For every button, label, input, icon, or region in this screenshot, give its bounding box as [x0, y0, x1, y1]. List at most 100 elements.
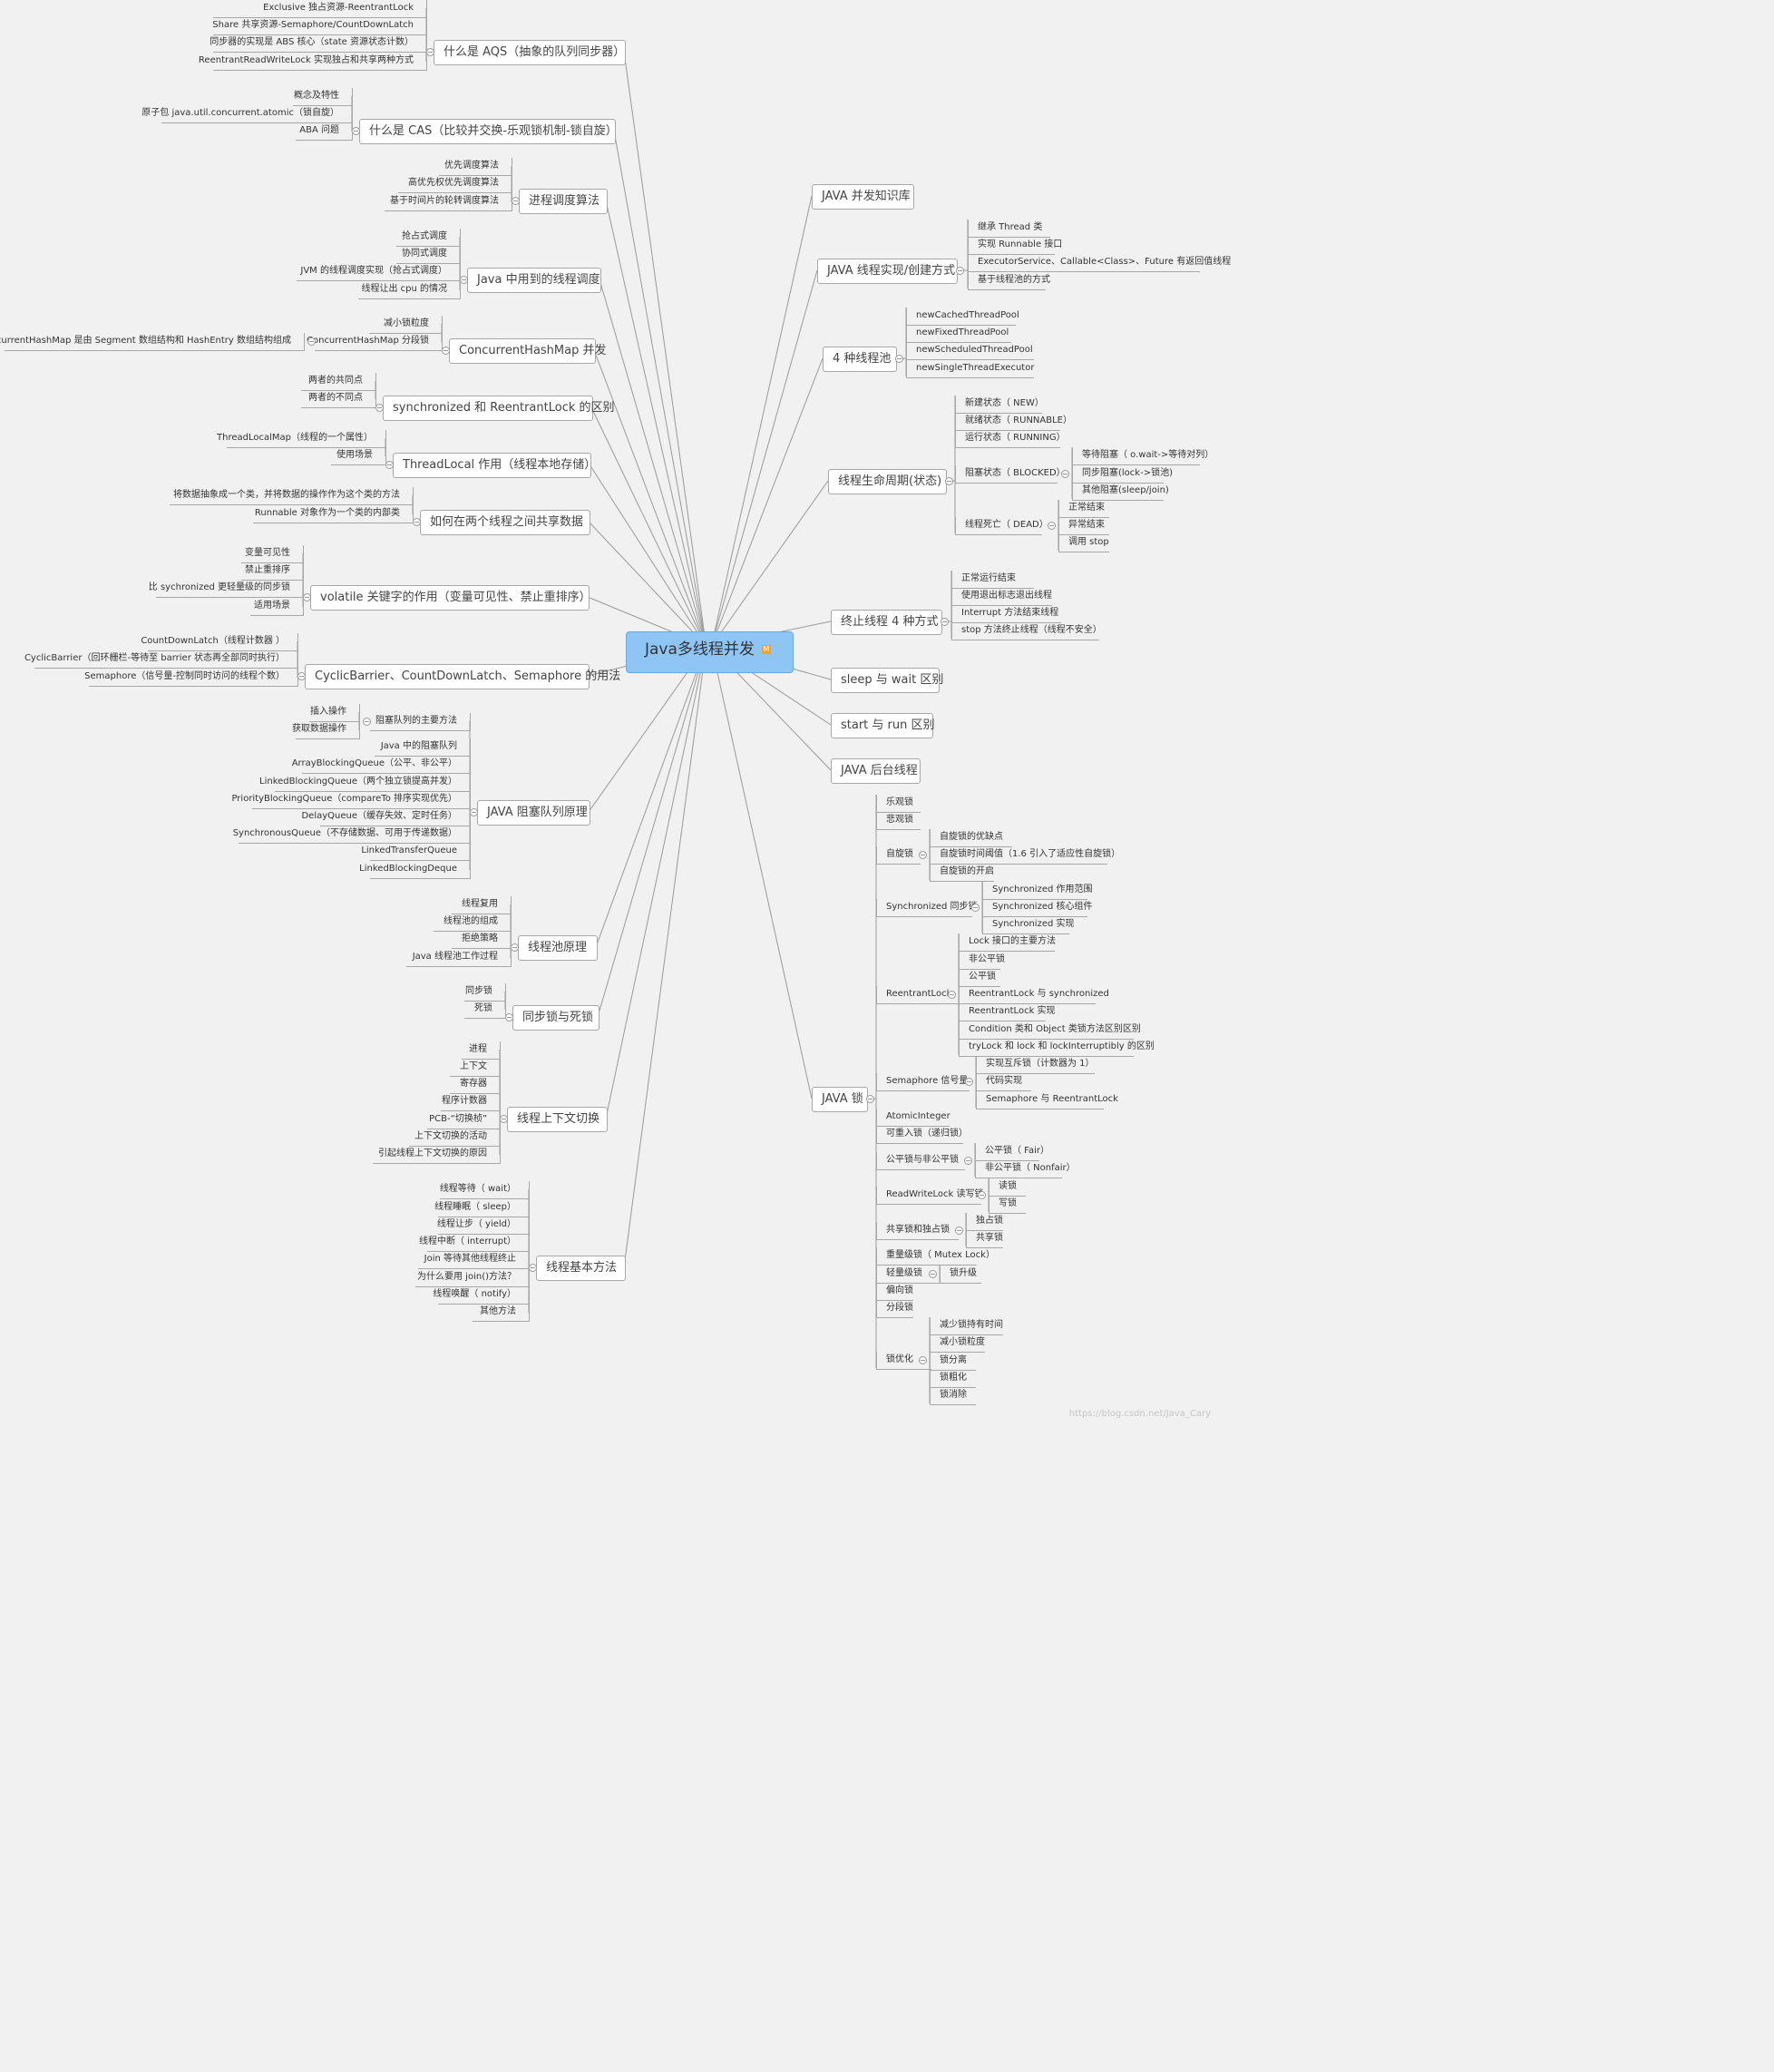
- topic-child-node[interactable]: newCachedThreadPool: [906, 308, 1019, 326]
- topic-child-node[interactable]: 程序计数器: [441, 1093, 501, 1111]
- topic-node[interactable]: 4 种线程池: [823, 347, 897, 372]
- topic-child-node[interactable]: newSingleThreadExecutor: [906, 360, 1034, 378]
- collapse-toggle-icon[interactable]: [505, 1013, 513, 1021]
- topic-child-node[interactable]: 引起线程上下文切换的原因: [373, 1146, 501, 1164]
- subtopic-child-node[interactable]: 减少锁持有时间: [930, 1317, 1003, 1335]
- subtopic-child-node[interactable]: Lock 接口的主要方法: [959, 933, 1056, 952]
- topic-child-node[interactable]: 拒绝策略: [452, 931, 512, 949]
- topic-child-node[interactable]: 继承 Thread 类: [968, 220, 1050, 238]
- collapse-toggle-icon[interactable]: [948, 991, 956, 999]
- subtopic-child-node[interactable]: 其他阻塞(sleep/join): [1072, 483, 1169, 501]
- topic-child-node[interactable]: ReadWriteLock 读写锁: [876, 1187, 984, 1205]
- topic-child-node[interactable]: CountDownLatch（线程计数器 ）: [141, 633, 298, 651]
- topic-child-node[interactable]: AtomicInteger: [876, 1109, 950, 1127]
- subtopic-child-node[interactable]: 非公平锁: [959, 952, 1005, 970]
- topic-child-node[interactable]: 线程让步（ yield）: [437, 1217, 530, 1235]
- topic-child-node[interactable]: 运行状态（ RUNNING）: [955, 430, 1066, 448]
- topic-child-node[interactable]: 悲观锁: [876, 812, 921, 830]
- topic-child-node[interactable]: ArrayBlockingQueue（公平、非公平）: [292, 756, 471, 774]
- topic-node[interactable]: 线程基本方法: [536, 1256, 626, 1281]
- subtopic-child-node[interactable]: 公平锁: [959, 969, 1000, 987]
- subtopic-child-node[interactable]: Semaphore 与 ReentrantLock: [976, 1091, 1118, 1109]
- subtopic-child-node[interactable]: 插入操作: [309, 704, 360, 722]
- topic-child-node[interactable]: 概念及特性: [293, 88, 353, 106]
- collapse-toggle-icon[interactable]: [413, 518, 421, 526]
- topic-child-node[interactable]: 同步锁: [464, 983, 506, 1002]
- subtopic-child-node[interactable]: ReentrantLock 实现: [959, 1003, 1056, 1021]
- topic-child-node[interactable]: Share 共享资源-Semaphore/CountDownLatch: [212, 17, 427, 35]
- topic-child-node[interactable]: Semaphore 信号量: [876, 1073, 970, 1091]
- collapse-toggle-icon[interactable]: [511, 943, 519, 952]
- topic-child-node[interactable]: 比 sychronized 更轻量级的同步锁: [149, 580, 304, 598]
- topic-child-node[interactable]: 自旋锁: [876, 846, 921, 865]
- subtopic-child-node[interactable]: 代码实现: [976, 1073, 1031, 1091]
- topic-child-node[interactable]: LinkedBlockingQueue（两个独立锁提高并发）: [259, 774, 471, 792]
- topic-node[interactable]: CyclicBarrier、CountDownLatch、Semaphore 的…: [305, 664, 620, 689]
- topic-child-node[interactable]: 就绪状态（ RUNNABLE）: [955, 413, 1072, 431]
- topic-child-node[interactable]: ConcurrentHashMap 分段锁: [307, 333, 443, 351]
- subtopic-child-node[interactable]: 等待阻塞（ o.wait->等待对列）: [1072, 447, 1214, 465]
- subtopic-child-node[interactable]: 获取数据操作: [292, 721, 360, 739]
- topic-child-node[interactable]: 锁优化: [876, 1352, 931, 1370]
- topic-node[interactable]: JAVA 线程实现/创建方式: [817, 259, 958, 284]
- topic-child-node[interactable]: 可重入锁（递归锁）: [876, 1126, 968, 1144]
- collapse-toggle-icon[interactable]: [941, 618, 949, 626]
- topic-node[interactable]: JAVA 锁: [812, 1087, 868, 1112]
- subtopic-child-node[interactable]: ConcurrentHashMap 是由 Segment 数组结构和 HashE…: [0, 333, 305, 351]
- topic-child-node[interactable]: 将数据抽象成一个类，并将数据的操作作为这个类的方法: [170, 487, 414, 505]
- topic-child-node[interactable]: 实现 Runnable 接口: [968, 237, 1062, 255]
- topic-child-node[interactable]: ABA 问题: [296, 122, 353, 141]
- topic-node[interactable]: 如何在两个线程之间共享数据: [420, 510, 590, 535]
- topic-child-node[interactable]: 分段锁: [876, 1300, 913, 1318]
- topic-child-node[interactable]: 正常运行结束: [951, 571, 1034, 589]
- topic-node[interactable]: 什么是 AQS（抽象的队列同步器）: [434, 40, 626, 65]
- topic-child-node[interactable]: 偏向锁: [876, 1283, 913, 1301]
- topic-child-node[interactable]: PCB-“切换桢”: [427, 1111, 501, 1129]
- collapse-toggle-icon[interactable]: [375, 404, 384, 412]
- topic-child-node[interactable]: 重量级锁（ Mutex Lock）: [876, 1247, 995, 1266]
- topic-child-node[interactable]: 禁止重排序: [241, 562, 304, 581]
- topic-child-node[interactable]: 使用退出标志退出线程: [951, 588, 1052, 606]
- collapse-toggle-icon[interactable]: [460, 276, 468, 284]
- topic-node[interactable]: ConcurrentHashMap 并发: [449, 338, 607, 364]
- subtopic-child-node[interactable]: 同步阻塞(lock->锁池): [1072, 465, 1173, 484]
- topic-child-node[interactable]: 高优先权优先调度算法: [398, 175, 512, 193]
- topic-child-node[interactable]: Runnable 对象作为一个类的内部类: [253, 505, 414, 523]
- collapse-toggle-icon[interactable]: [945, 477, 953, 485]
- collapse-toggle-icon[interactable]: [1048, 522, 1056, 530]
- topic-child-node[interactable]: 其他方法: [473, 1304, 530, 1322]
- collapse-toggle-icon[interactable]: [512, 197, 520, 205]
- collapse-toggle-icon[interactable]: [956, 267, 964, 275]
- topic-node[interactable]: 线程池原理: [518, 935, 598, 961]
- collapse-toggle-icon[interactable]: [955, 1227, 963, 1235]
- topic-node[interactable]: sleep 与 wait 区别: [831, 668, 943, 693]
- topic-child-node[interactable]: 阻塞状态（ BLOCKED）: [955, 465, 1066, 484]
- topic-child-node[interactable]: 线程睡眠（ sleep）: [434, 1199, 530, 1217]
- collapse-toggle-icon[interactable]: [978, 1191, 986, 1199]
- topic-child-node[interactable]: 两者的不同点: [301, 390, 376, 408]
- topic-child-node[interactable]: stop 方法终止线程（线程不安全）: [951, 622, 1102, 640]
- topic-child-node[interactable]: 寄存器: [450, 1076, 501, 1094]
- topic-child-node[interactable]: ReentrantReadWriteLock 实现独占和共享两种方式: [199, 53, 427, 71]
- subtopic-child-node[interactable]: 读锁: [989, 1178, 1026, 1197]
- subtopic-child-node[interactable]: Synchronized 作用范围: [982, 882, 1093, 900]
- topic-node[interactable]: JAVA 后台线程: [831, 758, 921, 784]
- topic-child-node[interactable]: 为什么要用 join()方法？: [415, 1269, 530, 1287]
- topic-child-node[interactable]: 原子包 java.util.concurrent.atomic（锁自旋）: [141, 105, 353, 123]
- subtopic-child-node[interactable]: 非公平锁（ Nonfair）: [975, 1160, 1076, 1178]
- topic-child-node[interactable]: 减小锁粒度: [369, 316, 443, 334]
- subtopic-child-node[interactable]: ReentrantLock 与 synchronized: [959, 986, 1109, 1004]
- subtopic-child-node[interactable]: 锁粗化: [930, 1370, 976, 1388]
- subtopic-child-node[interactable]: 实现互斥锁（计数器为 1）: [976, 1056, 1095, 1074]
- subtopic-child-node[interactable]: 异常结束: [1058, 517, 1109, 535]
- topic-node[interactable]: volatile 关键字的作用（变量可见性、禁止重排序）: [310, 585, 591, 611]
- subtopic-child-node[interactable]: 正常结束: [1058, 500, 1109, 518]
- subtopic-child-node[interactable]: Synchronized 核心组件: [982, 899, 1093, 917]
- topic-child-node[interactable]: 进程: [462, 1041, 501, 1060]
- collapse-toggle-icon[interactable]: [303, 593, 311, 601]
- collapse-toggle-icon[interactable]: [866, 1095, 874, 1103]
- topic-child-node[interactable]: 协同式调度: [396, 246, 461, 264]
- collapse-toggle-icon[interactable]: [385, 461, 394, 469]
- topic-child-node[interactable]: LinkedTransferQueue: [361, 843, 471, 861]
